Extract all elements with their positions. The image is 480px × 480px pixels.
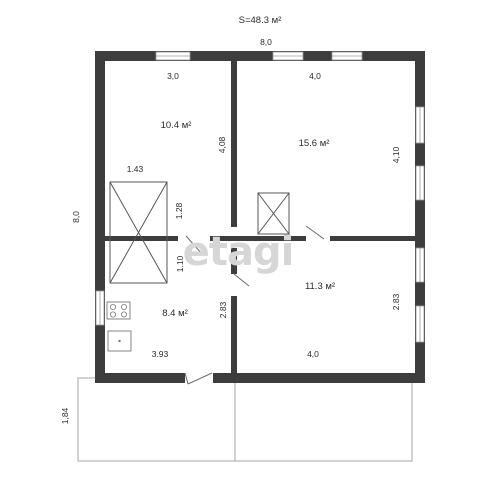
door-entrance xyxy=(184,372,213,385)
dim-corridor-height: 2.83 xyxy=(218,301,228,318)
stair-opening xyxy=(109,181,168,284)
window-right-mid xyxy=(415,165,425,201)
overall-height: 8,0 xyxy=(71,211,81,223)
dim-stair-height: 1.28 xyxy=(174,202,184,219)
door-stair xyxy=(185,235,204,256)
room-top-left-area: 10.4 м² xyxy=(161,120,192,131)
porch-outline xyxy=(77,377,413,462)
room-bottom-right-area: 11.3 м² xyxy=(305,281,335,292)
dim-bottom-right-height: 2.83 xyxy=(391,293,401,310)
door-right-room xyxy=(305,225,325,240)
overall-width: 8,0 xyxy=(260,37,272,47)
window-top-mid xyxy=(272,51,304,61)
outer-walls xyxy=(95,51,425,383)
dim-bottom-right-width: 4,0 xyxy=(307,349,319,359)
window-right-upper xyxy=(415,106,425,144)
windows xyxy=(95,51,425,343)
dim-porch-height: 1,84 xyxy=(60,407,70,424)
dim-top-right-height: 4,10 xyxy=(391,146,401,163)
watermark: etagi xyxy=(183,229,294,275)
room-top-right-area: 15.6 м² xyxy=(299,138,330,149)
doors xyxy=(184,225,325,385)
dim-stair-width: 1.43 xyxy=(127,164,144,174)
stove-icon xyxy=(106,301,131,320)
dim-top-right-width: 4,0 xyxy=(309,71,321,81)
window-top-right xyxy=(331,51,363,61)
dim-stair-lower: 1.10 xyxy=(175,255,185,272)
window-left xyxy=(95,290,105,326)
window-top-left xyxy=(155,51,191,61)
door-corridor xyxy=(233,273,250,287)
room-kitchen-area: 8.4 м² xyxy=(162,308,188,319)
window-right-lower2 xyxy=(415,305,425,343)
chimney xyxy=(257,192,290,235)
dim-top-left-width: 3,0 xyxy=(167,71,179,81)
dim-kitchen-width: 3.93 xyxy=(152,349,169,359)
inner-walls xyxy=(105,61,415,373)
sink-icon xyxy=(107,330,132,352)
total-area: S=48.3 м² xyxy=(239,15,282,26)
dim-top-left-height: 4,08 xyxy=(217,136,227,153)
window-right-lower1 xyxy=(415,247,425,283)
